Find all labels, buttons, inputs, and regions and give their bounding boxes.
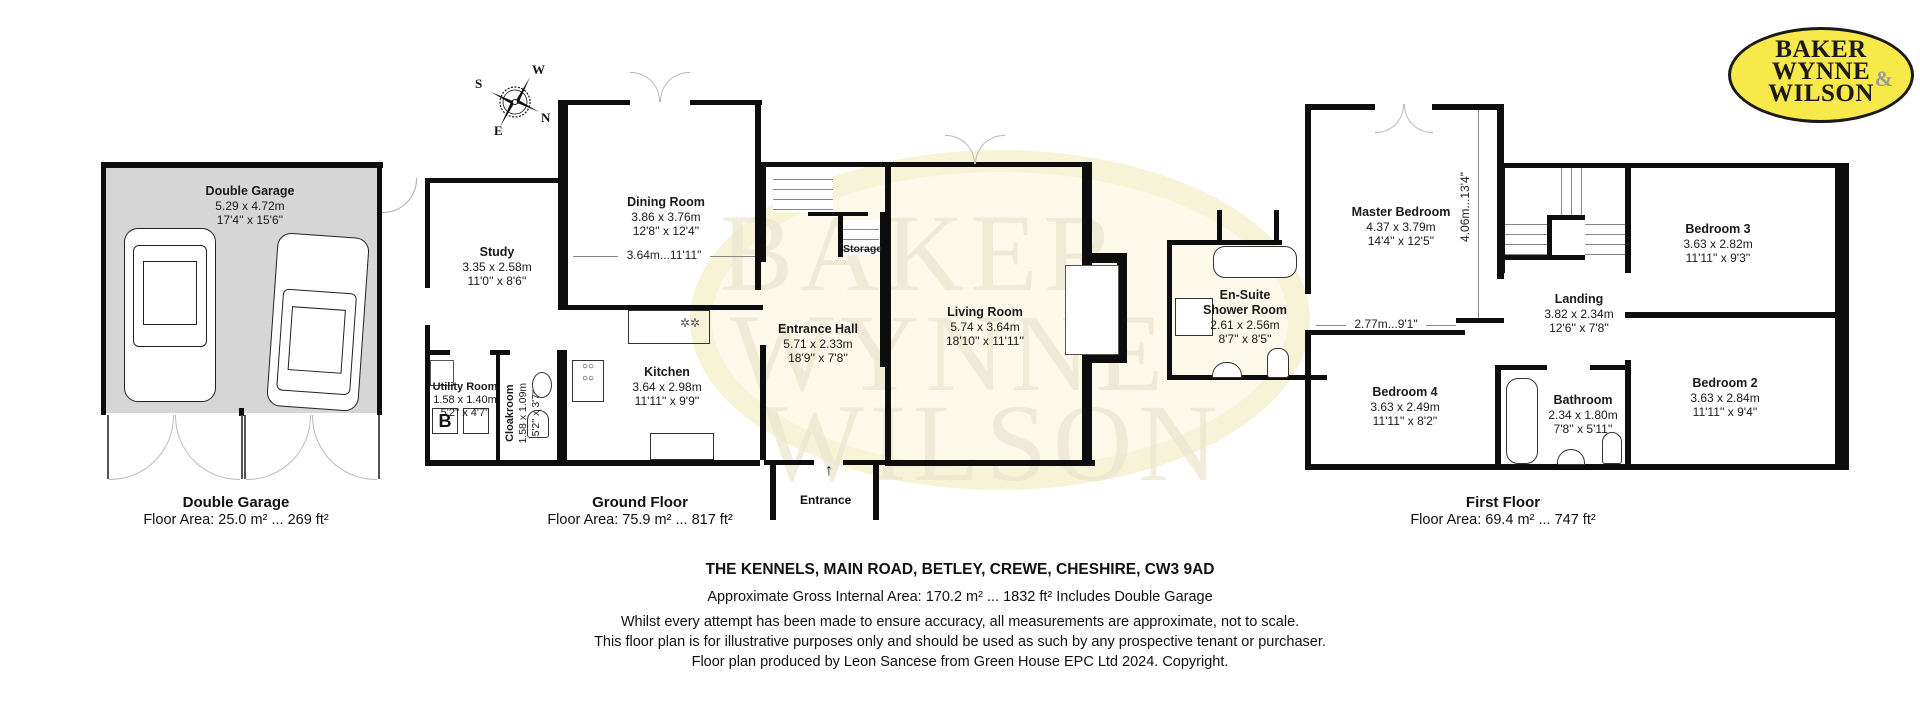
garage-door-right: [244, 415, 380, 480]
compass-w: W: [532, 62, 545, 77]
room-label-cloakroom: Cloakroom 1.58 x 1.09m 5'2'' x 3'7'': [503, 382, 542, 444]
kitchen-units: [628, 310, 710, 344]
room-label-master-bedroom: Master Bedroom 4.37 x 3.79m 14'4'' x 12'…: [1351, 205, 1451, 249]
stairs: [1505, 215, 1547, 255]
sink-icon: [463, 408, 489, 434]
logo-line-3: WILSON: [1768, 80, 1874, 107]
room-label-bathroom: Bathroom 2.34 x 1.80m 7'8'' x 5'11'': [1548, 393, 1618, 437]
toilet-icon: [1267, 348, 1289, 378]
room-label-study: Study 3.35 x 2.58m 11'0'' x 8'6'': [462, 245, 532, 289]
bath-icon: [1213, 246, 1297, 278]
boiler-icon: B: [432, 408, 458, 434]
kitchen-sink-icon: [650, 433, 714, 460]
dining-french-doors: [630, 72, 690, 102]
gross-internal-area: Approximate Gross Internal Area: 170.2 m…: [707, 589, 1213, 605]
room-label-dining: Dining Room 3.86 x 3.76m 12'8'' x 12'4'': [627, 195, 705, 239]
room-label-utility: Utility Room 1.58 x 1.40m 5'2'' x 4'7'': [432, 381, 498, 420]
stairs-storage: [843, 220, 879, 255]
toilet-icon: [1602, 432, 1622, 464]
room-label-double-garage: Double Garage 5.29 x 4.72m 17'4'' x 15'6…: [205, 184, 295, 228]
garage-door-left: [107, 415, 243, 480]
room-label-bedroom-2: Bedroom 2 3.63 x 2.84m 11'11'' x 9'4'': [1690, 376, 1760, 420]
logo-line-2: WYNNE: [1771, 58, 1871, 85]
basin-icon: [1557, 449, 1585, 465]
caption-first-floor: First Floor Floor Area: 69.4 m² ... 747 …: [1410, 494, 1596, 528]
garage-side-door: [382, 178, 417, 213]
shower-icon: [1175, 298, 1213, 336]
room-label-entrance-hall: Entrance Hall 5.71 x 2.33m 18'9'' x 7'8'…: [778, 322, 858, 366]
master-dimension-vertical-line: [1478, 110, 1479, 318]
car-icon: [266, 232, 370, 412]
master-dimension-horizontal: 2.77m...9'1": [1316, 317, 1456, 331]
washing-machine-icon: [430, 360, 454, 386]
caption-double-garage: Double Garage Floor Area: 25.0 m² ... 26…: [143, 494, 329, 528]
living-french-doors: [945, 135, 1005, 164]
compass-icon: S W N E: [475, 62, 555, 142]
compass-s: S: [475, 76, 483, 91]
master-dimension-vertical: 4.06m...13'4": [1457, 172, 1472, 242]
room-label-kitchen: Kitchen 3.64 x 2.98m 11'11'' x 9'9'': [632, 365, 702, 409]
fridge-freezer-icon: ✲✲: [680, 316, 701, 330]
master-french-doors: [1375, 104, 1433, 134]
watermark-text-3: WILSON: [760, 382, 1224, 504]
stairs: [773, 170, 833, 212]
brand-logo: BAKER WYNNE WILSON &: [1728, 27, 1914, 123]
fireplace-icon: [1065, 265, 1119, 355]
room-label-landing: Landing 3.82 x 2.34m 12'6'' x 7'8'': [1544, 292, 1614, 336]
compass-e: E: [494, 123, 503, 138]
logo-line-1: BAKER: [1775, 36, 1867, 63]
room-label-bedroom-4: Bedroom 4 3.63 x 2.49m 11'11'' x 8'2'': [1370, 385, 1440, 429]
caption-ground-floor: Ground Floor Floor Area: 75.9 m² ... 817…: [547, 494, 733, 528]
basin-icon: [532, 372, 552, 398]
entrance-arrow-icon: ↑: [825, 462, 833, 479]
stairs: [1552, 168, 1582, 215]
room-label-bedroom-3: Bedroom 3 3.63 x 2.82m 11'11'' x 9'3'': [1683, 222, 1753, 266]
logo-ampersand: &: [1874, 66, 1893, 91]
disclaimer-line-3: Floor plan produced by Leon Sancese from…: [691, 654, 1229, 670]
room-label-living: Living Room 5.74 x 3.64m 18'10'' x 11'11…: [945, 305, 1025, 349]
room-label-entrance: Entrance: [800, 493, 852, 507]
hob-icon: ○○○○: [572, 360, 604, 402]
bath-icon: [1506, 378, 1538, 464]
disclaimer-line-2: This floor plan is for illustrative purp…: [594, 634, 1326, 650]
toilet-icon: [527, 410, 549, 438]
property-address: THE KENNELS, MAIN ROAD, BETLEY, CREWE, C…: [705, 561, 1215, 578]
compass-n: N: [541, 110, 551, 125]
car-icon: [124, 228, 216, 402]
watermark-text-1: BAKER: [720, 192, 1123, 314]
room-label-storage: Storage: [843, 243, 883, 255]
room-label-ensuite: En-Suite Shower Room 2.61 x 2.56m 8'7'' …: [1202, 288, 1288, 347]
dining-dimension-line: 3.64m...11'11": [573, 248, 755, 262]
stairs: [1585, 215, 1625, 260]
disclaimer-line-1: Whilst every attempt has been made to en…: [620, 614, 1300, 630]
